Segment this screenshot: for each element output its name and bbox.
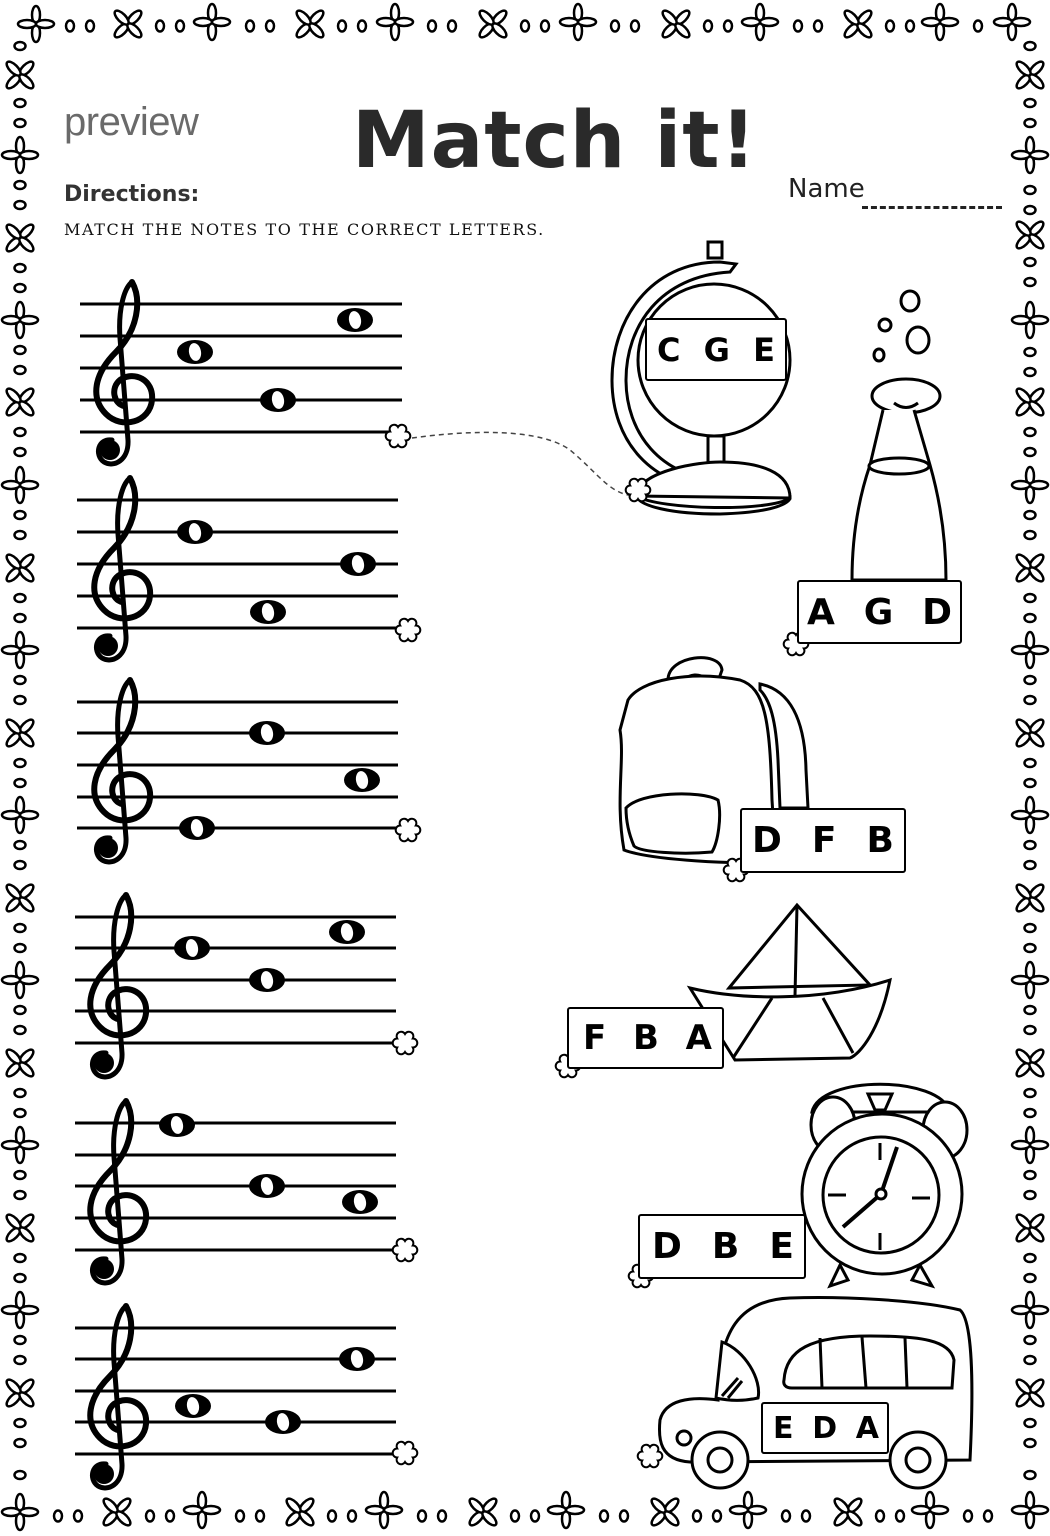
label-letter: F [583, 1018, 607, 1058]
whole-note [177, 340, 213, 364]
connection-dot[interactable] [384, 423, 412, 449]
whole-note [337, 308, 373, 332]
connection-dot[interactable] [636, 1443, 664, 1469]
directions-text: MATCH THE NOTES TO THE CORRECT LETTERS. [64, 220, 545, 239]
staff-5 [75, 1101, 419, 1283]
label-letter: A [807, 591, 835, 633]
connection-dot[interactable] [394, 617, 422, 643]
label-letter: C [657, 330, 681, 369]
paper-boat-illustration [686, 902, 892, 1062]
page-title: Match it! [352, 96, 758, 186]
label-letter: A [855, 1410, 879, 1446]
treble-clef-icon [96, 282, 152, 464]
connection-dot[interactable] [624, 477, 652, 503]
treble-clef-icon [90, 1101, 146, 1283]
connection-dot[interactable] [391, 1440, 419, 1466]
name-label: Name [788, 174, 865, 204]
whole-note [265, 1410, 301, 1434]
label-letter: G [863, 591, 894, 633]
staff-1 [80, 282, 412, 464]
treble-clef-icon [94, 680, 150, 862]
whole-note [342, 1190, 378, 1214]
preview-watermark: preview [64, 100, 199, 144]
whole-note [344, 768, 380, 792]
whole-note [249, 1174, 285, 1198]
answer-label-paper-boat[interactable]: F B A [567, 1007, 724, 1069]
whole-note [177, 520, 213, 544]
whole-note [329, 920, 365, 944]
label-letter: D [652, 1226, 682, 1267]
label-letter: A [685, 1018, 712, 1058]
answer-label-backpack[interactable]: D F B [740, 808, 906, 873]
example-match-line [411, 431, 637, 497]
connection-dot[interactable] [391, 1030, 419, 1056]
label-letter: E [769, 1226, 794, 1267]
connection-dot[interactable] [394, 817, 422, 843]
label-letter: F [811, 820, 837, 861]
whole-note [250, 600, 286, 624]
whole-note [179, 816, 215, 840]
whole-note [249, 968, 285, 992]
school-bus-illustration [658, 1296, 974, 1490]
staff-4 [75, 895, 419, 1077]
label-letter: E [753, 330, 775, 369]
staff-2 [77, 478, 422, 660]
answer-label-bottle[interactable]: A G D [797, 580, 962, 644]
treble-clef-icon [90, 895, 146, 1077]
connection-dot[interactable] [391, 1237, 419, 1263]
whole-note [340, 552, 376, 576]
whole-note [260, 388, 296, 412]
whole-note [174, 936, 210, 960]
directions-label: Directions: [64, 182, 200, 207]
label-letter: D [752, 820, 782, 861]
staff-6 [75, 1306, 419, 1488]
label-letter: B [711, 1226, 740, 1267]
label-letter: B [866, 820, 894, 861]
whole-note [159, 1113, 195, 1137]
answer-label-school-bus[interactable]: E D A [761, 1402, 889, 1454]
whole-note [339, 1347, 375, 1371]
answer-label-alarm-clock[interactable]: D B E [638, 1214, 806, 1279]
label-letter: D [812, 1410, 838, 1446]
staff-3 [77, 680, 422, 862]
bottle-illustration [850, 289, 948, 582]
whole-note [175, 1394, 211, 1418]
label-letter: D [922, 591, 952, 633]
whole-note [249, 721, 285, 745]
label-letter: G [703, 330, 730, 369]
label-letter: B [632, 1018, 659, 1058]
backpack-illustration [618, 656, 810, 865]
name-field[interactable] [862, 206, 1002, 209]
answer-label-globe[interactable]: C G E [645, 318, 787, 381]
alarm-clock-illustration [800, 1082, 969, 1289]
treble-clef-icon [94, 478, 150, 660]
treble-clef-icon [90, 1306, 146, 1488]
label-letter: E [773, 1410, 794, 1446]
